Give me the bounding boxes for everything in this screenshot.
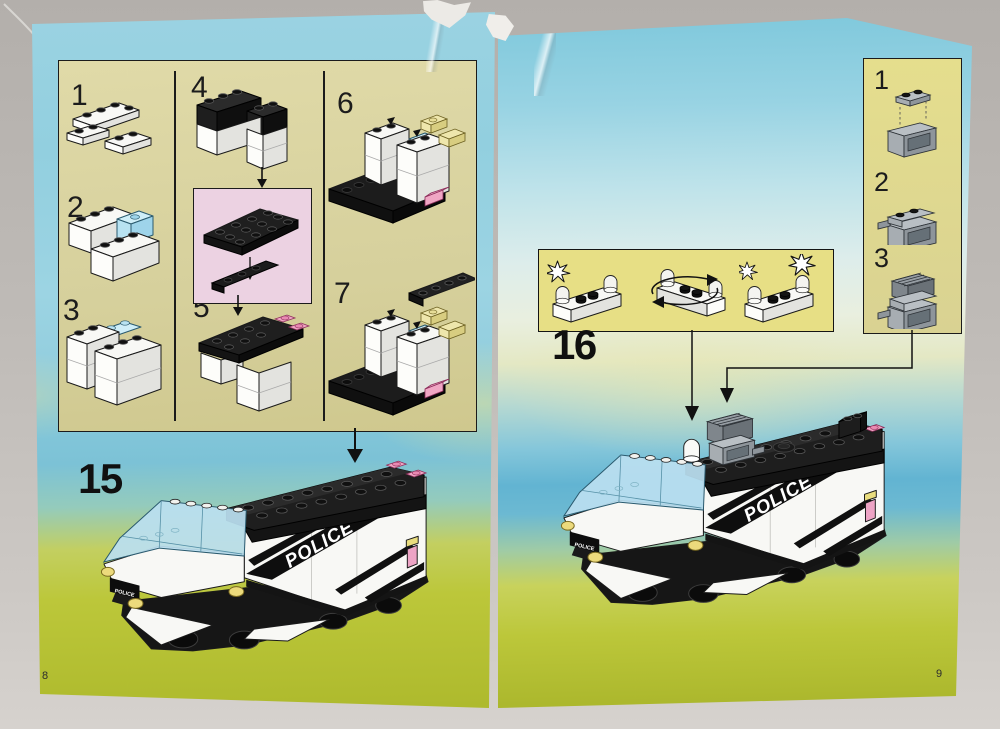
panel-to-train-arrow bbox=[347, 428, 363, 463]
dome-light bbox=[683, 438, 700, 463]
page-number-right: 9 bbox=[936, 668, 943, 680]
substep-6-illustration bbox=[328, 114, 467, 224]
substep-6-label: 6 bbox=[337, 87, 354, 120]
panel-connector-arrows bbox=[685, 330, 913, 421]
side-substep-1-label: 1 bbox=[874, 65, 890, 95]
substep-7-illustration bbox=[328, 272, 475, 416]
substep-4-illustration bbox=[196, 89, 288, 170]
light-brick-flash-both bbox=[739, 254, 816, 323]
page-right: 16 1 2 3 bbox=[498, 18, 972, 708]
page-crease bbox=[426, 12, 444, 72]
side-substep-1-illustration bbox=[887, 89, 937, 158]
substep-1-illustration bbox=[66, 102, 152, 155]
light-brick-flash-left bbox=[547, 260, 622, 323]
substep-5-illustration bbox=[198, 314, 311, 412]
down-arrow bbox=[233, 295, 243, 316]
page-left: 1 2 3 4 5 6 7 bbox=[32, 12, 495, 708]
light-function-panel bbox=[538, 249, 834, 332]
side-substep-3-illustration bbox=[877, 272, 938, 329]
rear-black-brick bbox=[838, 411, 867, 439]
build-steps-panel: 1 2 3 4 5 6 7 bbox=[58, 60, 477, 432]
page-number-left: 8 bbox=[42, 670, 49, 682]
substep-4-label: 4 bbox=[191, 71, 208, 104]
panel-divider bbox=[174, 71, 176, 421]
side-steps-panel: 1 2 3 bbox=[863, 58, 962, 334]
step-15-number: 15 bbox=[78, 455, 123, 502]
substep-1-label: 1 bbox=[71, 79, 88, 112]
side-substep-2-label: 2 bbox=[874, 167, 890, 197]
substep-2-label: 2 bbox=[67, 191, 84, 224]
side-substep-2-illustration bbox=[877, 208, 937, 245]
grille-assembly bbox=[705, 412, 765, 466]
side-substep-3-label: 3 bbox=[874, 243, 890, 273]
substep-7-label: 7 bbox=[334, 277, 351, 310]
page-crease bbox=[534, 18, 556, 96]
step-16-number: 16 bbox=[552, 321, 597, 368]
down-arrow bbox=[257, 167, 267, 188]
panel-divider bbox=[323, 71, 325, 421]
substep-2-illustration bbox=[68, 206, 160, 282]
substep-3-label: 3 bbox=[63, 294, 80, 327]
train-model-step15 bbox=[100, 460, 429, 652]
train-model-step16 bbox=[560, 411, 887, 605]
substep-3-illustration bbox=[66, 320, 162, 406]
pink-inset-illustration bbox=[203, 208, 299, 294]
pink-inset-box bbox=[193, 188, 312, 304]
light-brick-rotate bbox=[651, 269, 726, 317]
